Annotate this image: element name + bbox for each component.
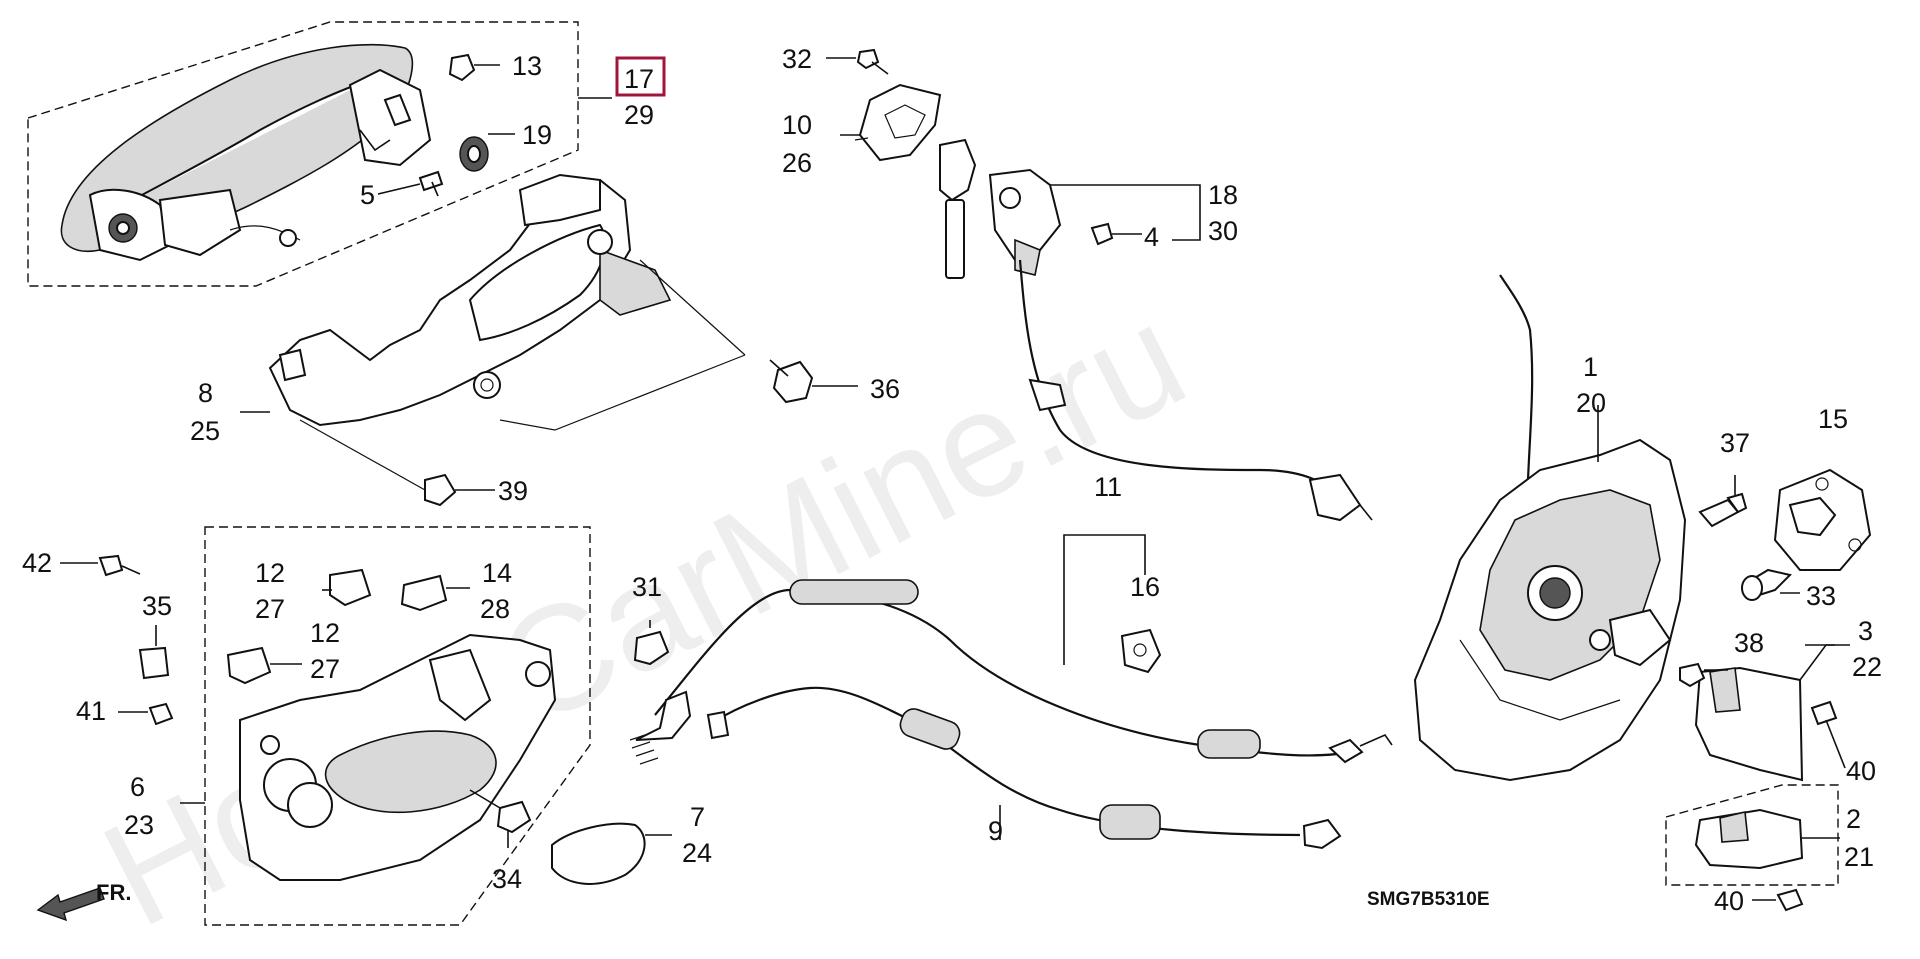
direction-label: FR. <box>96 880 131 905</box>
label-32: 32 <box>782 44 812 74</box>
screw-4[interactable] <box>1090 222 1142 246</box>
label-36: 36 <box>870 374 900 404</box>
bolt-38[interactable] <box>1679 662 1728 688</box>
bolt-36[interactable] <box>769 359 858 404</box>
key-and-cylinder-18-30[interactable] <box>939 138 1195 279</box>
label-3: 3 <box>1858 616 1873 646</box>
label-6: 6 <box>130 772 145 802</box>
cable-end-a[interactable] <box>1308 473 1362 522</box>
clip-31[interactable] <box>633 620 670 666</box>
label-11: 11 <box>1094 472 1122 502</box>
label-22: 22 <box>1852 652 1882 682</box>
cable-11[interactable] <box>629 534 1393 765</box>
bolt-39[interactable] <box>424 473 495 507</box>
label-9: 9 <box>988 816 1003 846</box>
label-1: 1 <box>1583 352 1598 382</box>
label-20: 20 <box>1576 388 1606 418</box>
outer-handle-assembly[interactable] <box>27 21 579 287</box>
watermark: HondaCarMine.ru <box>78 271 1209 958</box>
damper-19[interactable] <box>459 133 515 172</box>
cable-9[interactable] <box>706 686 1342 850</box>
screw-41[interactable] <box>118 702 174 726</box>
cap-7-24[interactable] <box>551 822 672 885</box>
label-41: 41 <box>76 696 106 726</box>
label-10: 10 <box>782 110 812 140</box>
label-39: 39 <box>498 476 528 506</box>
screw-42[interactable] <box>60 554 141 577</box>
label-4: 4 <box>1144 222 1159 252</box>
label-12-top: 12 <box>255 558 285 588</box>
label-40-lower: 40 <box>1714 886 1744 916</box>
bolt-37[interactable] <box>1698 475 1748 528</box>
label-19: 19 <box>522 120 552 150</box>
label-25: 25 <box>190 416 220 446</box>
bolt-34[interactable] <box>469 789 532 848</box>
label-7: 7 <box>690 802 705 832</box>
label-21: 21 <box>1844 842 1874 872</box>
callout-labels: 13 17 29 19 5 32 10 26 18 30 4 8 25 36 3… <box>22 44 1882 916</box>
label-18: 18 <box>1208 180 1238 210</box>
label-42: 42 <box>22 548 52 578</box>
inner-handle-assembly-6-23[interactable] <box>180 526 591 926</box>
handle-base-8-25[interactable] <box>240 173 746 491</box>
cable-clip[interactable] <box>1028 378 1067 412</box>
label-13: 13 <box>512 51 542 81</box>
label-23: 23 <box>124 810 154 840</box>
bolt-33[interactable] <box>1741 568 1800 601</box>
label-12-bottom: 12 <box>310 618 340 648</box>
screw-5[interactable] <box>377 170 444 197</box>
bracket-2-21[interactable] <box>1665 784 1840 886</box>
label-38: 38 <box>1734 628 1764 658</box>
label-40-upper: 40 <box>1846 756 1876 786</box>
label-34: 34 <box>492 864 522 894</box>
label-30: 30 <box>1208 216 1238 246</box>
label-17: 17 <box>624 64 654 94</box>
clip-12b[interactable] <box>226 646 302 685</box>
label-27-bottom: 27 <box>310 654 340 684</box>
front-direction-arrow: FR. <box>36 880 131 922</box>
label-35: 35 <box>142 591 172 621</box>
striker-15[interactable] <box>1773 468 1872 571</box>
label-2: 2 <box>1846 804 1861 834</box>
label-8: 8 <box>198 378 213 408</box>
clip-12a[interactable] <box>322 568 372 607</box>
clip-16[interactable] <box>1120 628 1162 674</box>
cylinder-cable[interactable] <box>1018 259 1351 511</box>
highlight-box-17 <box>615 56 666 97</box>
screw-40-lower[interactable] <box>1752 888 1804 912</box>
label-14: 14 <box>482 558 512 588</box>
label-37: 37 <box>1720 428 1750 458</box>
screw-32[interactable] <box>826 48 889 75</box>
clip-13[interactable] <box>448 53 500 82</box>
bracket-18-30 <box>1172 184 1201 241</box>
label-33: 33 <box>1806 581 1836 611</box>
cylinder-bracket-10-26[interactable] <box>840 83 942 162</box>
label-16: 16 <box>1130 572 1160 602</box>
nut-35[interactable] <box>138 625 170 680</box>
cover-3-22[interactable] <box>1694 644 1850 782</box>
label-28: 28 <box>480 594 510 624</box>
label-31: 31 <box>632 572 662 602</box>
diagram-code: SMG7B5310E <box>1367 889 1490 910</box>
screw-40-upper[interactable] <box>1810 700 1846 769</box>
label-29: 29 <box>624 100 654 130</box>
label-5: 5 <box>360 180 375 210</box>
door-latch-1-20[interactable] <box>1413 274 1687 782</box>
label-15: 15 <box>1818 404 1848 434</box>
clip-14[interactable] <box>400 574 470 612</box>
label-26: 26 <box>782 148 812 178</box>
label-24: 24 <box>682 838 712 868</box>
label-27-top: 27 <box>255 594 285 624</box>
